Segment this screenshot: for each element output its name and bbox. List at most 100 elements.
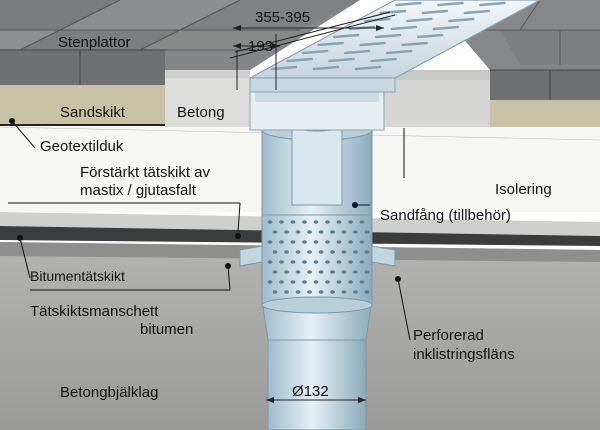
perforation-hole [348, 260, 353, 264]
grating-slot [390, 25, 418, 31]
grating-slot [421, 9, 449, 15]
leader-dots [9, 118, 401, 282]
grating-slot [332, 33, 360, 39]
perforation-hole [302, 220, 307, 224]
perforation-hole [284, 270, 289, 274]
perforation-hole [353, 290, 358, 294]
perforation-hole [353, 270, 358, 274]
perforation-hole [307, 270, 312, 274]
label-perforerad-line1: Perforerad [413, 327, 484, 344]
perforation-hole [353, 250, 358, 254]
perforation-hole [279, 260, 284, 264]
label-sandskikt: Sandskikt [60, 104, 126, 121]
perforation-hole [267, 220, 273, 224]
perforation-hole [359, 280, 365, 284]
perforation-hole [325, 220, 330, 224]
perforation-hole [330, 230, 335, 234]
perforation-hole [353, 230, 358, 234]
label-bitumentatskikt: Bitumentätskikt [30, 268, 125, 284]
label-manschett-line2: bitumen [140, 321, 193, 338]
perforation-hole [359, 240, 365, 244]
perforation-hole [364, 290, 370, 294]
grating-slot [317, 41, 344, 47]
perforation-hole [330, 270, 335, 274]
perforation-hole [336, 280, 342, 284]
perforation-hole [295, 270, 301, 274]
perforation-hole [313, 280, 319, 284]
perforation-hole [272, 230, 278, 234]
perforation-hole [267, 260, 273, 264]
perforation-hole [272, 290, 278, 294]
perforation-hole [330, 290, 335, 294]
grating-slot [343, 49, 371, 55]
perforation-hole [341, 230, 347, 234]
perforation-hole [318, 230, 324, 234]
perforation-hole [295, 230, 301, 234]
label-betongbjalklag: Betongbjälklag [60, 384, 158, 401]
perforation-hole [348, 220, 353, 224]
drain-grating [249, 0, 541, 93]
label-stenplattor: Stenplattor [58, 34, 131, 51]
grating-slot [437, 1, 464, 7]
grating-slot [479, 1, 506, 7]
perforation-hole [307, 230, 312, 234]
label-perforerad-line2: inklistringsfläns [413, 346, 515, 363]
perforation-hole [336, 240, 342, 244]
perforation-hole [341, 250, 347, 254]
perforation-hole [359, 220, 365, 224]
grating-slot [463, 9, 491, 15]
perforation-hole [272, 270, 278, 274]
grating-slot [354, 65, 382, 71]
grating-slot [406, 17, 433, 23]
perforation-hole [295, 290, 301, 294]
perforation-hole [284, 230, 289, 234]
sand-layer [0, 85, 600, 130]
perforation-holes [267, 220, 370, 294]
label-isolering: Isolering [495, 181, 552, 198]
label-betong: Betong [177, 104, 225, 121]
leader-lines [8, 120, 411, 341]
grating-slot [374, 33, 402, 39]
dim-pipe-diameter: Ø132 [292, 383, 329, 400]
perforation-hole [330, 250, 335, 254]
perforation-hole [279, 240, 284, 244]
perforation-hole [364, 270, 370, 274]
grating-slot [379, 9, 407, 15]
perforation-hole [336, 220, 342, 224]
paving-layer [0, 0, 600, 100]
grating-slot [328, 57, 355, 63]
perforation-hole [307, 290, 312, 294]
perforation-hole [336, 260, 342, 264]
perforation-hole [290, 220, 296, 224]
perforation-hole [313, 260, 319, 264]
perforation-hole [318, 290, 324, 294]
grating-slot [370, 57, 397, 63]
perforation-hole [279, 280, 284, 284]
perforation-hole [359, 260, 365, 264]
grating-slot [385, 49, 413, 55]
label-forstarkt-line1: Förstärkt tätskikt av [80, 164, 211, 181]
grating-slot [416, 33, 444, 39]
perforation-hole [341, 290, 347, 294]
drain-body [239, 84, 396, 430]
perforation-hole [279, 220, 284, 224]
perforation-hole [348, 240, 353, 244]
perforation-hole [313, 220, 319, 224]
grating-slot [401, 41, 428, 47]
grating-slot [301, 49, 329, 55]
perforation-hole [290, 260, 296, 264]
grating-slot [448, 17, 475, 23]
label-manschett-line1: Tätskiktsmanschett [30, 303, 159, 320]
perforation-hole [348, 280, 353, 284]
perforation-hole [302, 240, 307, 244]
dim-width-inner: 193 [248, 38, 273, 55]
perforation-hole [307, 250, 312, 254]
perforation-hole [325, 240, 330, 244]
perforation-hole [267, 280, 273, 284]
perforation-hole [364, 230, 370, 234]
grating-slot [395, 1, 422, 7]
perforation-hole [290, 280, 296, 284]
label-forstarkt-line2: mastix / gjutasfalt [80, 182, 197, 199]
perforation-hole [325, 280, 330, 284]
